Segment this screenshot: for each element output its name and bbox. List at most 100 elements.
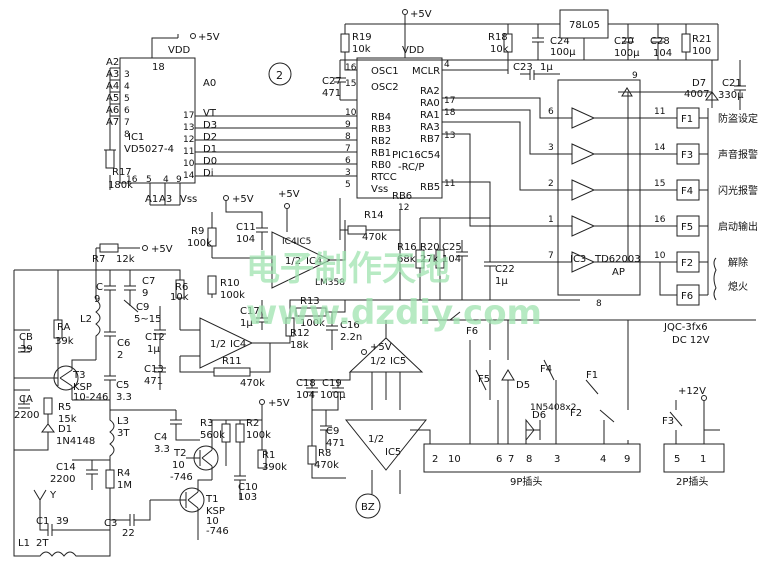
svg-text:100k: 100k <box>187 238 212 249</box>
svg-text:F6: F6 <box>466 326 478 337</box>
svg-text:RA3: RA3 <box>420 122 440 133</box>
svg-text:39: 39 <box>56 516 69 527</box>
svg-text:A7: A7 <box>106 117 119 128</box>
svg-text:471: 471 <box>326 438 345 449</box>
svg-text:F1: F1 <box>681 114 693 125</box>
svg-text:R17: R17 <box>112 167 132 178</box>
svg-text:D6: D6 <box>532 410 546 421</box>
svg-text:10k: 10k <box>490 44 509 55</box>
svg-text:104: 104 <box>442 254 461 265</box>
svg-text:15k: 15k <box>58 414 77 425</box>
svg-text:MCLR: MCLR <box>412 66 440 77</box>
watermark-title: 电子制作天地 <box>246 249 450 289</box>
svg-text:RB2: RB2 <box>371 136 391 147</box>
svg-text:2200: 2200 <box>14 410 39 421</box>
svg-text:Vss: Vss <box>180 194 197 205</box>
svg-text:4: 4 <box>163 175 169 185</box>
svg-text:27k: 27k <box>420 254 439 265</box>
svg-text:9: 9 <box>142 288 148 299</box>
svg-text:10: 10 <box>654 251 666 261</box>
svg-text:CB: CB <box>19 332 33 343</box>
svg-text:RA0: RA0 <box>420 98 440 109</box>
svg-text:103: 103 <box>238 492 257 503</box>
svg-text:3T: 3T <box>117 428 130 439</box>
opamp-ic4-bottom: 1/2 IC4 <box>199 317 254 369</box>
svg-text:C16: C16 <box>340 320 360 331</box>
svg-text:闪光报警: 闪光报警 <box>718 184 758 197</box>
svg-text:2.2n: 2.2n <box>340 332 362 343</box>
svg-text:C9: C9 <box>136 302 149 313</box>
svg-text:RTCC: RTCC <box>371 172 397 183</box>
svg-text:熄火: 熄火 <box>728 280 748 293</box>
svg-text:D1: D1 <box>58 424 72 435</box>
svg-text:R4: R4 <box>117 468 130 479</box>
svg-text:Y: Y <box>49 490 57 501</box>
svg-text:A2: A2 <box>106 57 119 68</box>
svg-text:1N5408x2: 1N5408x2 <box>530 403 576 413</box>
svg-text:F6: F6 <box>681 291 693 302</box>
svg-text:F4: F4 <box>681 186 693 197</box>
svg-text:R9: R9 <box>191 226 204 237</box>
svg-text:C10: C10 <box>238 482 258 493</box>
svg-text:18k: 18k <box>290 340 309 351</box>
svg-text:18: 18 <box>152 62 165 73</box>
svg-text:100k: 100k <box>220 290 245 301</box>
svg-text:C11: C11 <box>236 222 256 233</box>
svg-text:14: 14 <box>183 171 195 181</box>
svg-text:4: 4 <box>444 60 450 70</box>
opamp-ic4-top: 1/2 IC4 IC4IC5 LM358 <box>271 231 345 289</box>
svg-text:100μ: 100μ <box>614 48 640 59</box>
svg-text:1μ: 1μ <box>240 318 253 329</box>
svg-text:R1: R1 <box>262 450 275 461</box>
svg-text:471: 471 <box>322 88 341 99</box>
svg-text:IC3: IC3 <box>570 254 586 265</box>
svg-text:6: 6 <box>548 107 554 117</box>
svg-text:A5: A5 <box>106 93 119 104</box>
svg-text:T3: T3 <box>72 370 85 381</box>
opamp-ic5-bottom: 1/2 IC5 <box>344 419 428 471</box>
svg-text:C3: C3 <box>104 518 117 529</box>
svg-text:启动输出: 启动输出 <box>718 220 758 233</box>
svg-text:L2: L2 <box>80 314 92 325</box>
svg-text:R14: R14 <box>364 210 384 221</box>
svg-text:1/2: 1/2 <box>368 434 384 445</box>
svg-text:R7: R7 <box>92 254 105 265</box>
svg-text:11: 11 <box>654 107 665 117</box>
svg-text:14: 14 <box>654 143 666 153</box>
svg-text:1: 1 <box>700 454 706 465</box>
svg-text:3: 3 <box>345 168 351 178</box>
svg-text:17: 17 <box>183 111 194 121</box>
svg-text:-746: -746 <box>170 472 193 483</box>
svg-text:F2: F2 <box>570 408 582 419</box>
svg-text:OSC2: OSC2 <box>371 82 399 93</box>
svg-text:F2: F2 <box>681 258 693 269</box>
svg-text:9: 9 <box>632 71 638 81</box>
svg-text:C13: C13 <box>144 364 164 375</box>
svg-text:C23: C23 <box>513 62 533 73</box>
svg-text:104: 104 <box>653 48 672 59</box>
svg-text:39k: 39k <box>55 336 74 347</box>
svg-text:R2: R2 <box>246 418 259 429</box>
svg-text:7: 7 <box>124 118 130 128</box>
svg-text:1μ: 1μ <box>147 344 160 355</box>
svg-text:D5: D5 <box>516 380 530 391</box>
svg-text:100k: 100k <box>300 318 325 329</box>
svg-text:BZ: BZ <box>361 502 375 513</box>
svg-text:11: 11 <box>183 147 194 157</box>
svg-text:RB7: RB7 <box>420 134 440 145</box>
svg-text:+5V: +5V <box>370 342 392 353</box>
svg-text:100μ: 100μ <box>550 47 576 58</box>
svg-text:8: 8 <box>596 299 602 309</box>
svg-text:100k: 100k <box>246 430 271 441</box>
svg-text:1: 1 <box>548 215 554 225</box>
svg-text:C27: C27 <box>322 76 342 87</box>
svg-text:-RC/P: -RC/P <box>398 162 424 173</box>
buzzer-icon <box>355 493 381 519</box>
svg-text:11: 11 <box>444 179 455 189</box>
svg-text:A3: A3 <box>106 69 119 80</box>
svg-text:10-246: 10-246 <box>73 392 108 403</box>
svg-text:VD5027-4: VD5027-4 <box>124 144 174 155</box>
svg-text:C7: C7 <box>142 276 155 287</box>
svg-text:CA: CA <box>19 394 33 405</box>
svg-text:C14: C14 <box>56 462 76 473</box>
